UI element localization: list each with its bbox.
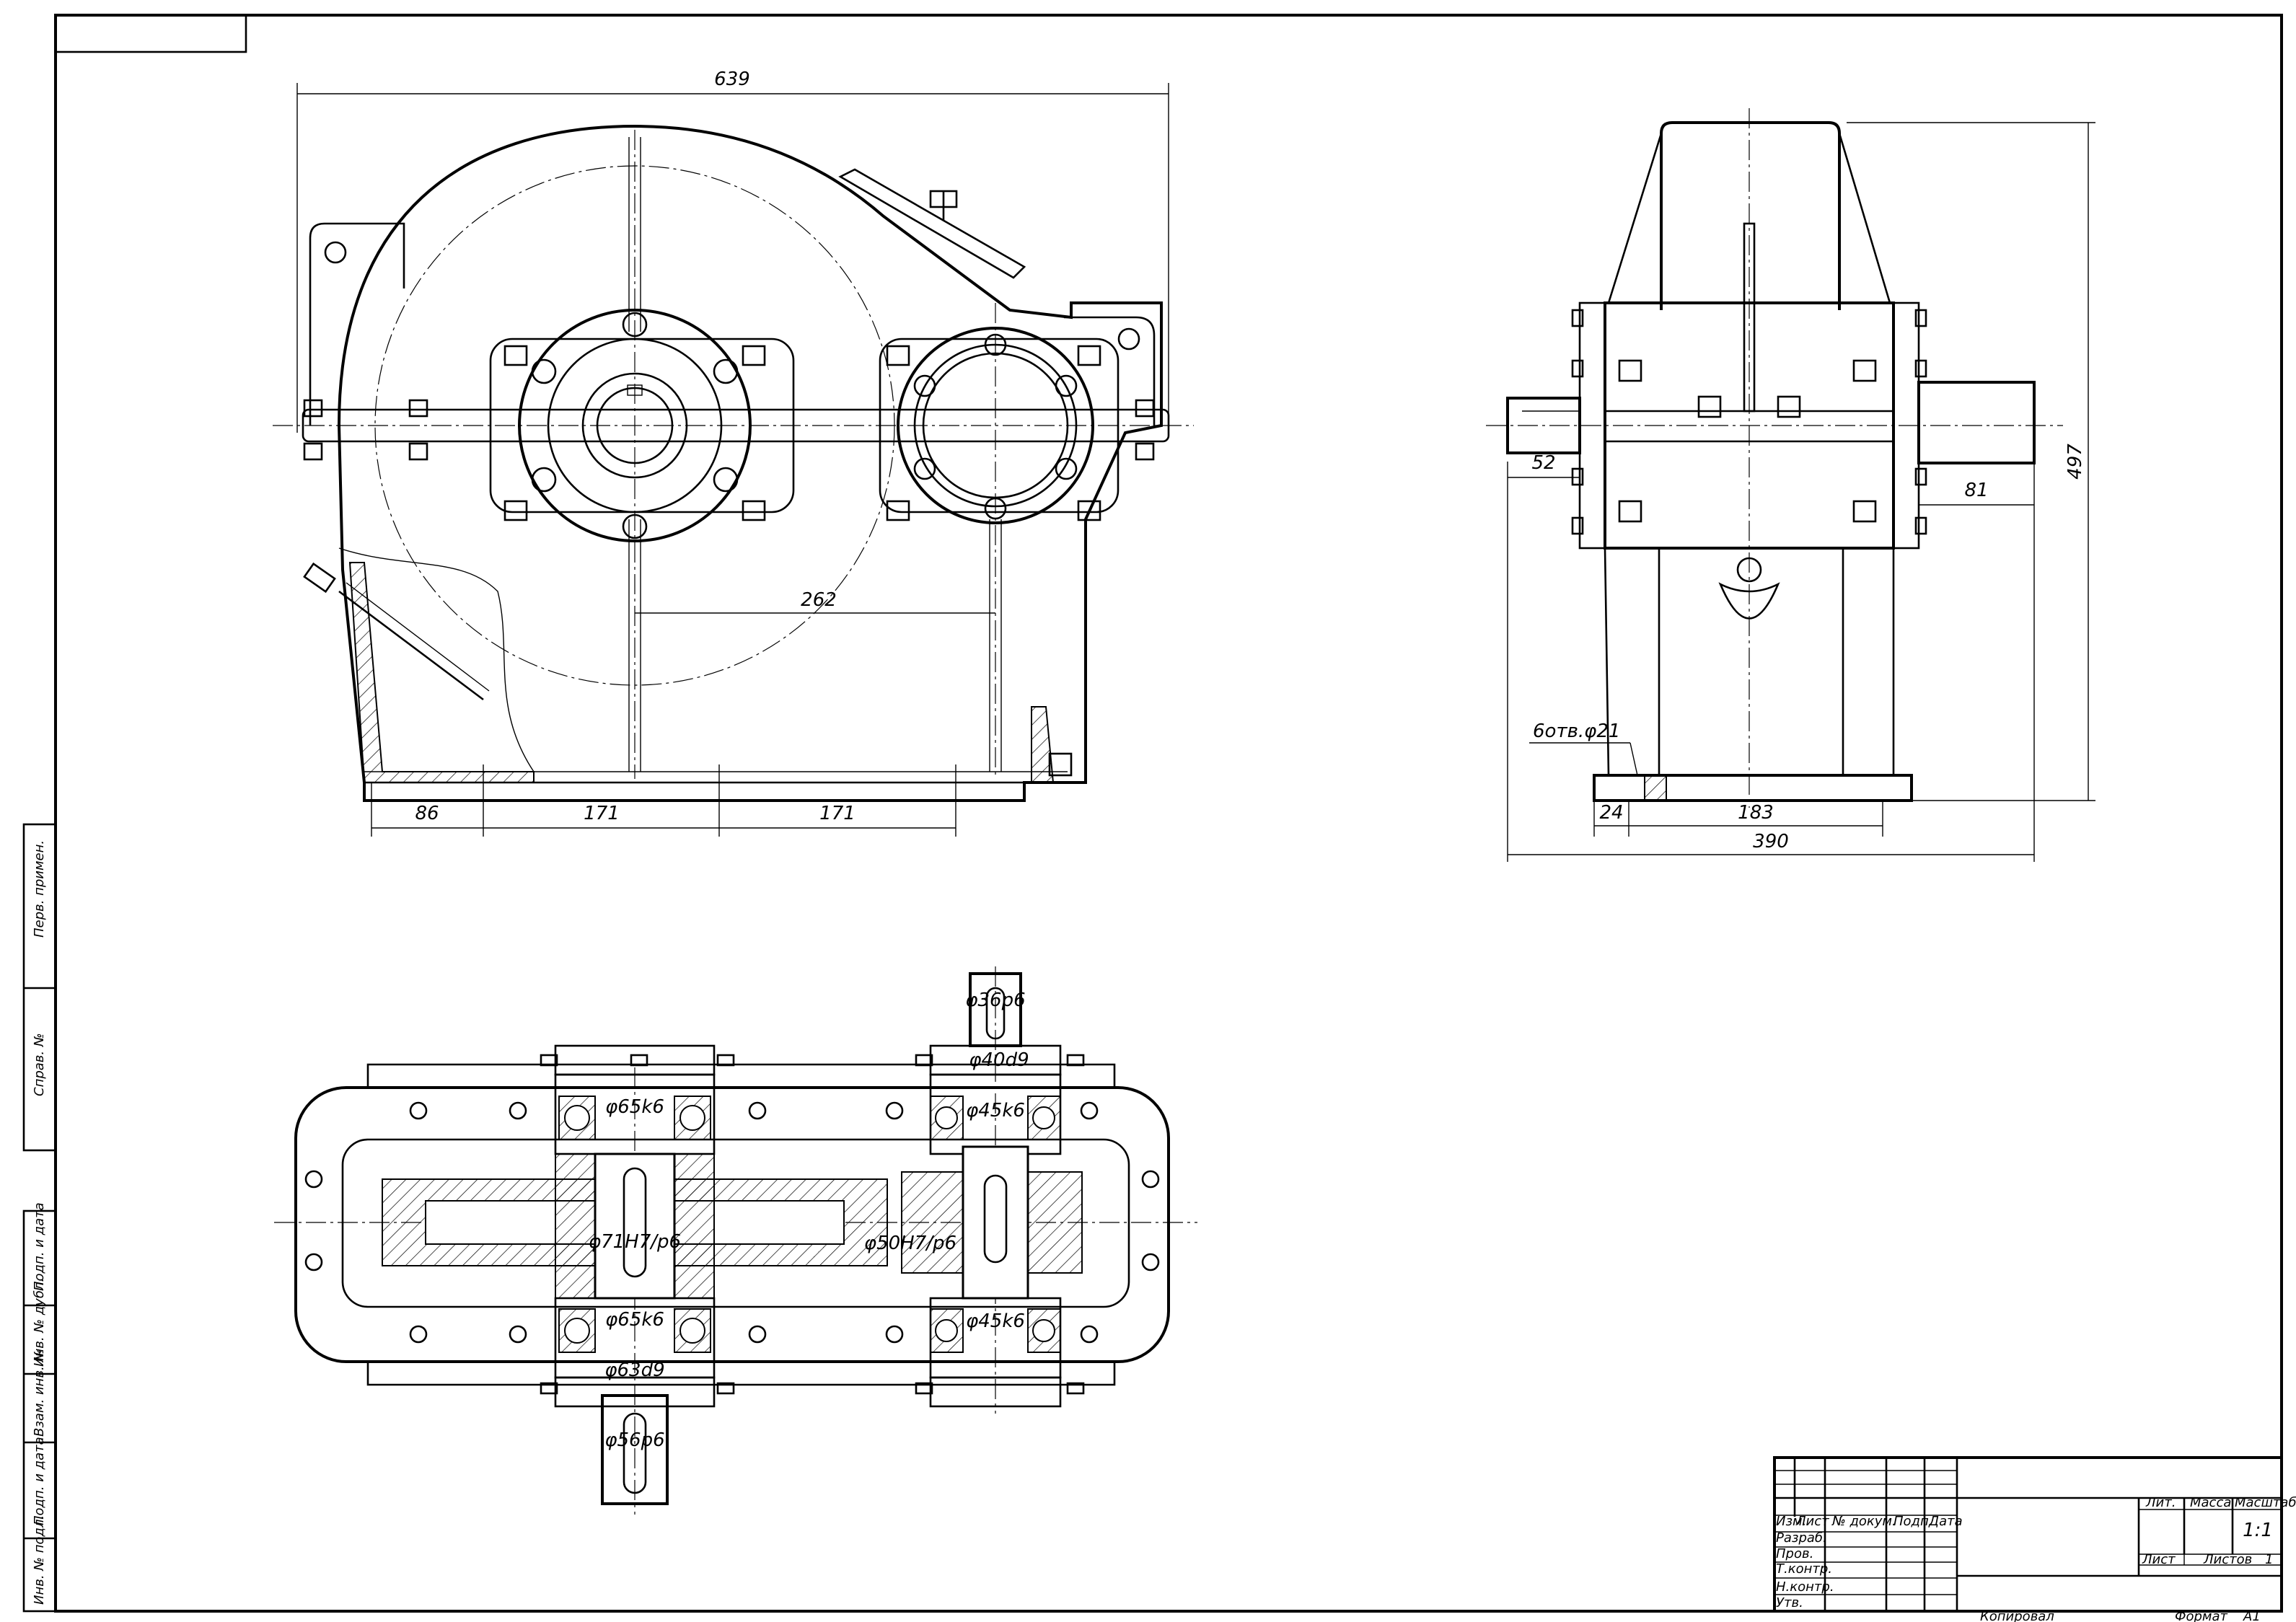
- slow-cover-bolts: [531, 312, 739, 539]
- sheet-frame: [54, 14, 2283, 1613]
- footer-format-label: Формат: [2175, 1609, 2228, 1622]
- tb-header-sign: Подп.: [1893, 1514, 1932, 1529]
- strip-label-inv-dubl: Инв. № дубл.: [32, 1278, 47, 1367]
- strip-label-podp-1: Подп. и дата: [32, 1202, 47, 1291]
- tb-row-tkontr: Т.контр.: [1776, 1561, 1832, 1577]
- dim-overall-depth: 390: [1753, 831, 1789, 852]
- fit-seal-fast: φ40d9: [969, 1049, 1029, 1071]
- tb-row-prov: Пров.: [1776, 1546, 1813, 1561]
- fit-gear-slow: φ71H7/p6: [589, 1231, 681, 1253]
- tb-row-nkontr: Н.контр.: [1776, 1579, 1834, 1595]
- dim-shaft-right: 81: [1964, 480, 1988, 501]
- plan-bearings: [558, 1096, 1061, 1353]
- dim-foot-mid-2: 171: [819, 803, 855, 824]
- strip-label-sprav: Справ. №: [32, 1033, 47, 1096]
- footer-copied: Копировал: [1980, 1609, 2054, 1622]
- tb-header-doc: № докум.: [1831, 1514, 1896, 1529]
- tb-sheet-label: Лист: [2142, 1552, 2176, 1567]
- fit-gear-fast: φ50H7/p6: [864, 1233, 956, 1254]
- front-dimensions: 639 262 86 171 171: [296, 69, 1169, 837]
- strip-label-podp-2: Подп. и дата: [32, 1437, 47, 1525]
- tb-header-date: Дата: [1928, 1514, 1963, 1529]
- side-view: [1486, 108, 2063, 808]
- dim-foot-mid-1: 171: [584, 803, 620, 824]
- dim-foot-left: 86: [415, 803, 439, 824]
- tb-sheets-value: 1: [2265, 1552, 2273, 1567]
- fit-output-shaft-end: φ36p6: [965, 989, 1025, 1011]
- fit-bearing-fast-top: φ45k6: [966, 1100, 1025, 1121]
- front-flange-bolts: [303, 345, 1155, 521]
- dim-center-distance: 262: [801, 589, 837, 611]
- footer-format-value: А1: [2243, 1609, 2261, 1622]
- fit-bearing-fast-bottom: φ45k6: [966, 1310, 1025, 1332]
- tb-sheets-label: Листов: [2203, 1552, 2252, 1567]
- tb-row-utv: Утв.: [1776, 1595, 1803, 1610]
- tb-scale-value: 1:1: [2243, 1520, 2273, 1541]
- tb-lit: Лит.: [2145, 1495, 2176, 1510]
- plan-view: φ36p6 φ40d9 φ45k6 φ65k6 φ71H7/p6 φ50H7/p…: [274, 966, 1197, 1515]
- side-dimensions: 497 52 81 6отв.φ21 24 183 390: [1507, 122, 2095, 862]
- tb-header-list: Лист: [1795, 1514, 1829, 1529]
- title-block: Изм. Лист № докум. Подп. Дата Разраб. Пр…: [1773, 1456, 2296, 1613]
- dim-foot-span: 183: [1738, 802, 1774, 824]
- dim-foot-edge: 24: [1599, 802, 1623, 824]
- fast-cover-bolts: [913, 333, 1078, 520]
- strip-label-inv-podl: Инв. № подл.: [32, 1515, 47, 1605]
- front-view: [273, 124, 1194, 802]
- tb-row-razrab: Разраб.: [1776, 1530, 1827, 1546]
- fit-bearing-slow-bottom: φ65k6: [605, 1309, 664, 1331]
- fit-seal-slow: φ63d9: [604, 1359, 664, 1381]
- strip-label-perv-primen: Перв. примен.: [32, 840, 47, 938]
- sheet-footer: Копировал Формат А1: [1980, 1609, 2261, 1622]
- binding-strip: Перв. примен. Справ. № Подп. и дата Инв.…: [22, 823, 57, 1613]
- dim-overall-width: 639: [714, 69, 750, 90]
- tb-header-izm: Изм.: [1776, 1514, 1806, 1529]
- dim-height: 497: [2064, 444, 2086, 480]
- fit-bearing-slow-top: φ65k6: [605, 1096, 664, 1118]
- tb-mass: Масса: [2190, 1495, 2231, 1510]
- side-bolts: [1571, 309, 1927, 535]
- tb-scale-label: Масштаб: [2235, 1495, 2296, 1510]
- strip-label-vzam-inv: Взам. инв. №: [32, 1349, 47, 1437]
- note-holes: 6отв.φ21: [1533, 720, 1620, 742]
- fit-input-shaft-end: φ56p6: [604, 1429, 664, 1451]
- plan-bolt-holes: [304, 1054, 1160, 1395]
- dim-shaft-left: 52: [1531, 452, 1555, 474]
